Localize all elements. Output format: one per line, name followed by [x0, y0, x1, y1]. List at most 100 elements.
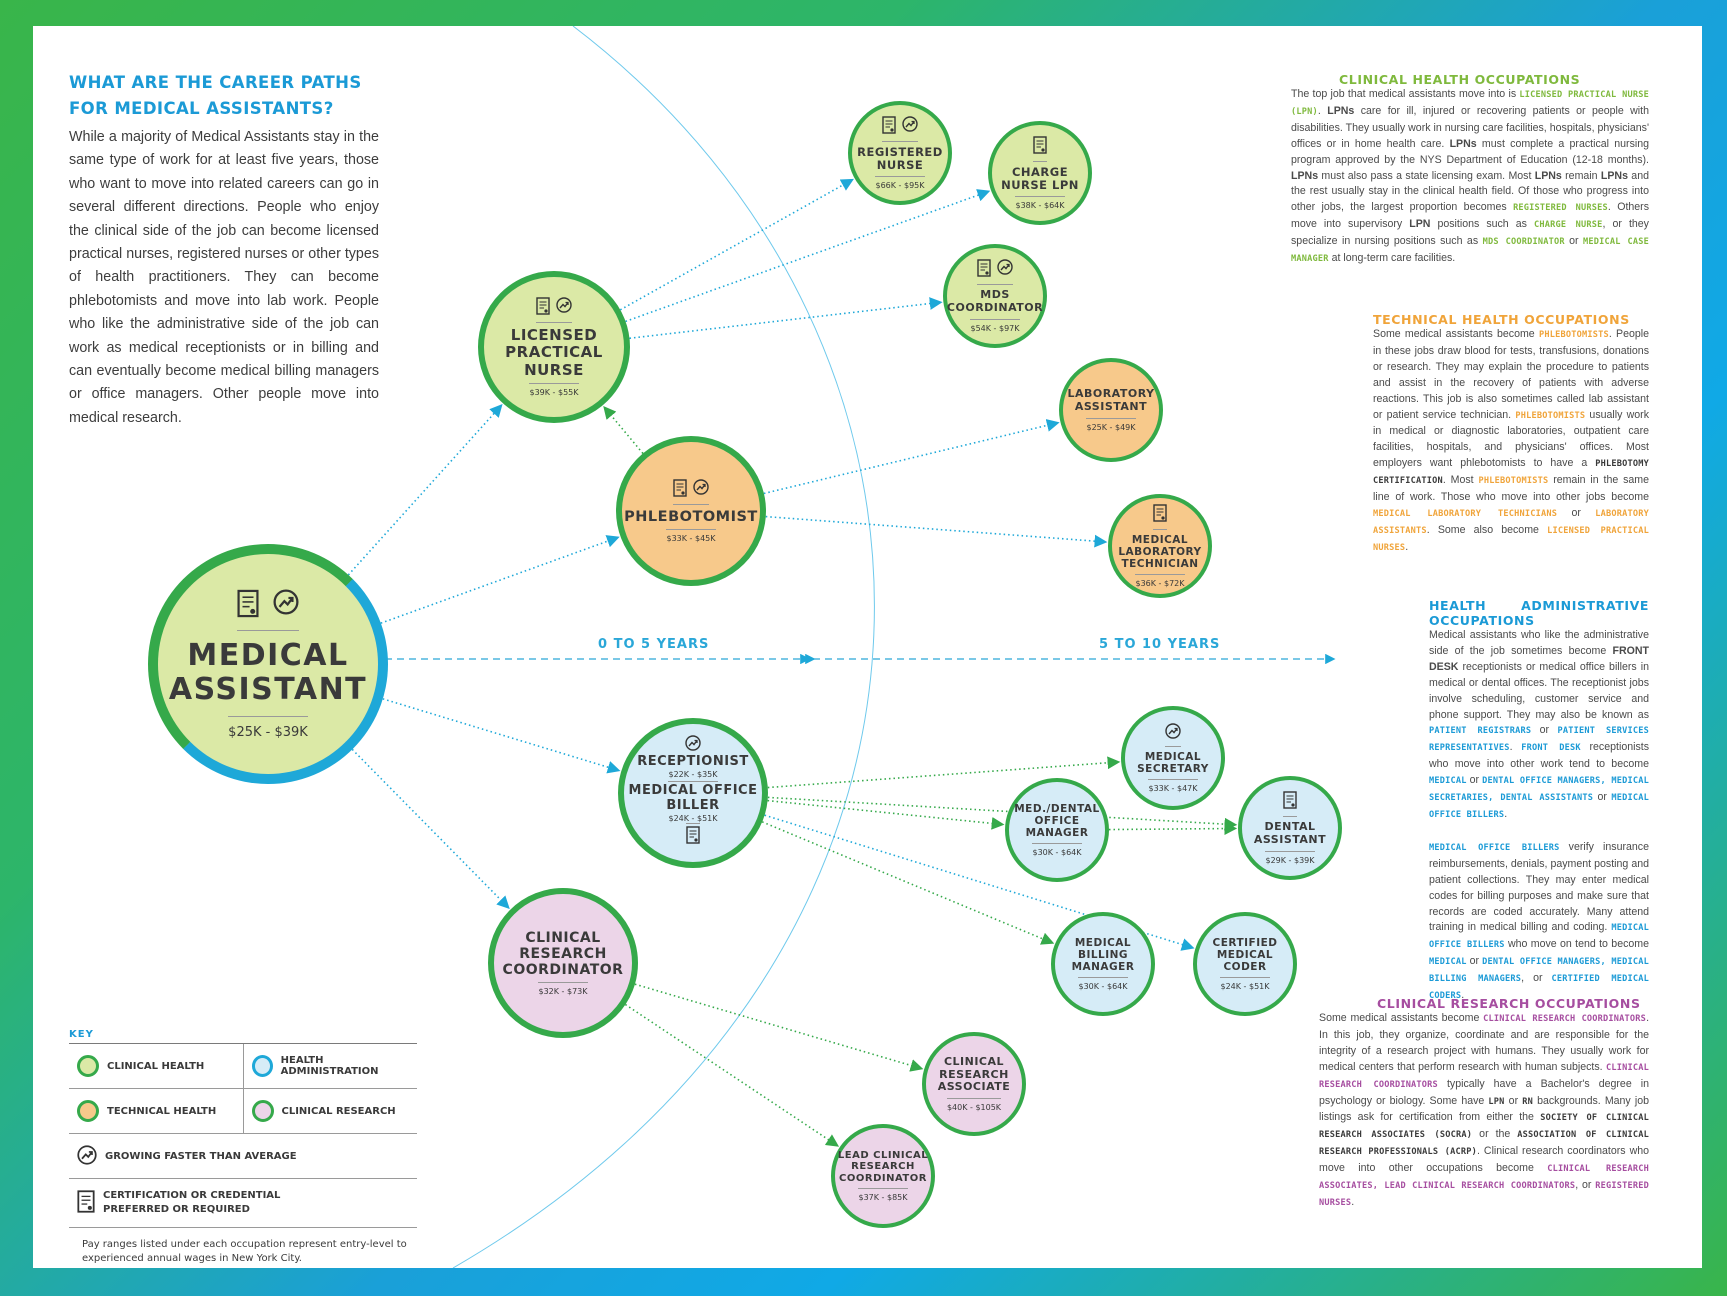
highlight-term: CLINICAL RESEARCH COORDINATORS: [1319, 1062, 1649, 1090]
section-body: Some medical assistants become CLINICAL …: [1319, 1012, 1650, 1208]
technical-health-swatch: [77, 1100, 99, 1122]
certification-icon: [1153, 504, 1167, 526]
node-title: LEAD CLINICAL RESEARCH COORDINATOR: [837, 1149, 929, 1184]
node-billing-manager: MEDICAL BILLING MANAGER $30K - $64K: [1051, 912, 1155, 1016]
career-path-arrow: [347, 404, 503, 576]
node-lpn: LICENSED PRACTICAL NURSE $39K - $55K: [478, 271, 630, 423]
clinical-research-swatch: [251, 1100, 274, 1122]
highlight-term: MEDICAL OFFICE BILLERS: [1429, 793, 1649, 820]
certification-icon: [237, 589, 259, 622]
section-health-administration: HEALTH ADMINISTRATIVE OCCUPATIONS Medica…: [1429, 598, 1649, 1005]
node-charge-nurse: CHARGE NURSE LPN $38K - $64K: [988, 121, 1092, 225]
certification-icon: [77, 1190, 95, 1216]
page-title: WHAT ARE THE CAREER PATHS FOR MEDICAL AS…: [69, 73, 362, 118]
key-row: TECHNICAL HEALTH CLINICAL RESEARCH: [69, 1089, 417, 1134]
icon-row: [685, 735, 701, 755]
bold-term: LPNs: [1291, 169, 1319, 182]
growing-icon: [997, 259, 1013, 281]
icon-row: [1153, 504, 1167, 530]
career-path-arrow: [761, 821, 1055, 945]
career-path-arrow: [767, 796, 1238, 831]
icon-row: [237, 588, 299, 631]
growing-icon: [693, 478, 709, 501]
highlight-term: REGISTERED NURSES: [1319, 1181, 1649, 1208]
highlight-term: MDS COORDINATOR: [1482, 237, 1565, 248]
key-label: CLINICAL RESEARCH: [281, 1105, 396, 1117]
node-pay: $24K - $51K: [1220, 977, 1270, 991]
career-path-arrow: [380, 535, 620, 624]
highlight-term: PHLEBOTOMISTS: [1515, 410, 1586, 421]
career-path-arrow: [603, 405, 644, 454]
section-clinical-health: CLINICAL HEALTH OCCUPATIONS The top job …: [1291, 72, 1649, 268]
icon-row: [1033, 136, 1047, 162]
node-laboratory-assistant: LABORATORY ASSISTANT $25K - $49K: [1059, 358, 1163, 462]
career-path-arrow: [765, 515, 1108, 548]
growing-icon: [1165, 723, 1181, 743]
clinical-health-swatch: [77, 1055, 99, 1077]
connector-layer: [347, 26, 1336, 1268]
highlight-term: PATIENT SERVICES REPRESENTATIVES: [1429, 726, 1650, 754]
node-pay: $30K - $64K: [1078, 977, 1128, 991]
highlight-term: MEDICAL LABORATORY TECHNICIANS: [1373, 508, 1558, 519]
node-receptionist-biller: RECEPTIONIST $22K - $35K MEDICAL OFFICE …: [618, 718, 768, 868]
node-medical-secretary: MEDICAL SECRETARY $33K - $47K: [1121, 706, 1225, 810]
node-pay: $36K - $72K: [1135, 574, 1185, 588]
highlight-term: CLINICAL RESEARCH ASSOCIATES, LEAD CLINI…: [1319, 1164, 1650, 1192]
key-label: GROWING FASTER THAN AVERAGE: [105, 1150, 297, 1162]
certification-icon: [882, 116, 896, 138]
node-title: REGISTERED NURSE: [857, 144, 943, 172]
time-arc: [452, 26, 875, 1268]
highlight-term: CHARGE NURSE: [1533, 220, 1603, 231]
node-title: MEDICAL SECRETARY: [1137, 750, 1209, 775]
growing-icon: [685, 735, 701, 755]
node-title: MEDICAL BILLING MANAGER: [1071, 936, 1135, 974]
growing-icon: [556, 297, 572, 319]
growing-icon: [902, 116, 918, 138]
credential-term: PHLEBOTOMY CERTIFICATION: [1373, 459, 1649, 487]
node-mds-coordinator: MDS COORDINATOR $54K - $97K: [943, 244, 1047, 348]
node-pay: $66K - $95K: [875, 176, 925, 190]
certification-icon: [1283, 791, 1297, 813]
node-office-manager: MED./DENTAL OFFICE MANAGER $30K - $64K: [1005, 778, 1109, 882]
node-title: CLINICAL RESEARCH ASSOCIATE: [937, 1055, 1011, 1094]
highlight-term: CLINICAL RESEARCH COORDINATORS: [1483, 1014, 1647, 1024]
career-path-arrow: [634, 983, 924, 1072]
icon-row: [882, 116, 918, 142]
node-lead-crc: LEAD CLINICAL RESEARCH COORDINATOR $37K …: [831, 1124, 935, 1228]
key-row: CLINICAL HEALTH HEALTH ADMINISTRATION: [69, 1044, 417, 1089]
node-pay: $54K - $97K: [970, 318, 1020, 333]
credential-term: RN: [1522, 1096, 1533, 1107]
key-item-clinical-research: CLINICAL RESEARCH: [242, 1089, 418, 1133]
key-row: GROWING FASTER THAN AVERAGE: [69, 1134, 417, 1179]
credential-term: LPN: [1488, 1096, 1505, 1107]
key-item-clinical-health: CLINICAL HEALTH: [69, 1055, 243, 1077]
credential-term: ASSOCIATION OF CLINICAL RESEARCH PROFESS…: [1319, 1130, 1649, 1158]
timeline-label-early: 0 TO 5 YEARS: [598, 637, 710, 652]
node-pay: $38K - $64K: [1015, 196, 1065, 210]
node-pay: $29K - $39K: [1265, 850, 1315, 865]
section-heading: CLINICAL RESEARCH OCCUPATIONS: [1377, 996, 1641, 1011]
career-path-arrow: [624, 1003, 840, 1147]
node-pay: $22K - $35K: [668, 770, 718, 783]
bold-term: LPNs: [1327, 104, 1355, 117]
node-clinical-research-coordinator: CLINICAL RESEARCH COORDINATOR $32K - $73…: [488, 888, 638, 1038]
node-pay: $32K - $73K: [538, 982, 588, 996]
highlight-term: REGISTERED NURSES: [1513, 203, 1608, 214]
certification-icon: [536, 297, 550, 319]
certification-icon: [686, 826, 700, 848]
career-path-arrow: [763, 419, 1060, 495]
node-title: MEDICAL ASSISTANT: [168, 637, 368, 707]
node-title: CHARGE NURSE LPN: [1001, 164, 1079, 192]
timeline-label-late: 5 TO 10 YEARS: [1099, 637, 1221, 652]
highlight-term: FRONT DESK: [1521, 743, 1581, 754]
highlight-term: LICENSED PRACTICAL NURSES: [1373, 525, 1650, 553]
node-medical-assistant: MEDICAL ASSISTANT $25K - $39K: [148, 544, 388, 784]
career-path-arrow: [351, 748, 510, 910]
section-body-2: MEDICAL OFFICE BILLERS verify insurance …: [1429, 840, 1650, 1002]
highlight-term: PHLEBOTOMISTS: [1478, 476, 1549, 487]
bold-term: LPN: [1409, 218, 1431, 231]
section-heading: HEALTH ADMINISTRATIVE OCCUPATIONS: [1429, 598, 1649, 628]
growing-icon: [77, 1144, 97, 1168]
node-clinical-research-associate: CLINICAL RESEARCH ASSOCIATE $40K - $105K: [922, 1032, 1026, 1136]
intro-paragraph: While a majority of Medical Assistants s…: [69, 129, 379, 426]
